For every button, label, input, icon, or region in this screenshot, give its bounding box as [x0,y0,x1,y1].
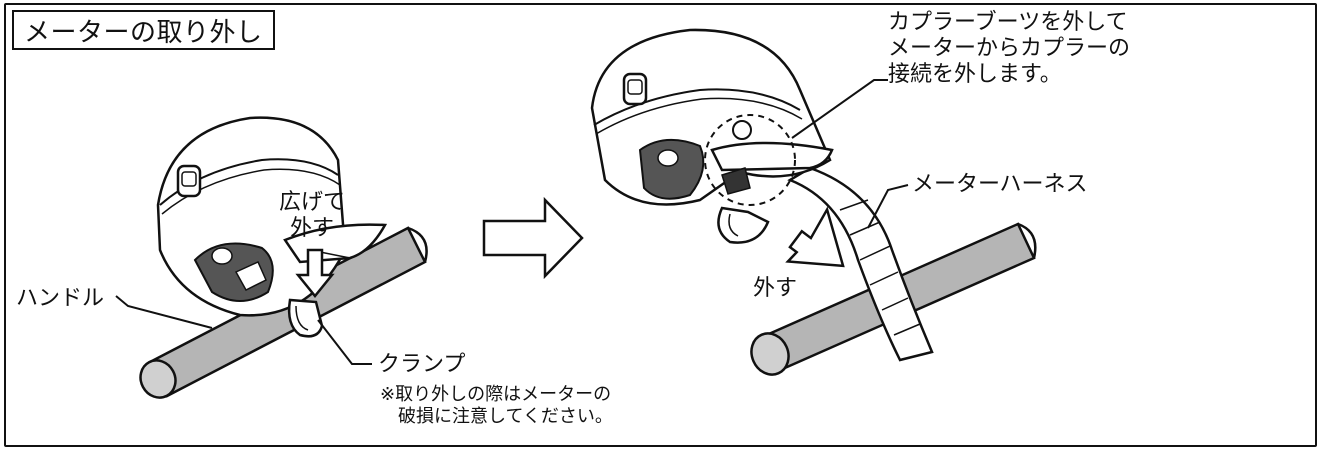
clamp-leader [317,319,372,365]
remove-arrow [785,206,845,268]
caution-note: ※取り外しの際はメーターの 破損に注意してください。 [380,384,613,428]
handle-leader [115,295,213,329]
label-coupler: カプラーブーツを外して メーターからカプラーの 接続を外します。 [888,10,1130,88]
label-clamp: クランプ [378,352,466,377]
label-harness: メーターハーネス [912,172,1088,197]
label-coupler-line3: 接続を外します。 [888,62,1062,87]
left-clamp [287,298,324,338]
coupler-highlight-circle [704,114,796,206]
right-harness [787,166,934,362]
label-coupler-line1: カプラーブーツを外して [888,10,1128,35]
step-arrow [482,196,584,280]
caution-note-line1: ※取り外しの際はメーターの [380,384,612,405]
label-spread-line1: 広げて [278,190,345,215]
label-remove: 外す [753,276,798,301]
caution-note-line2: 破損に注意してください。 [398,406,613,427]
left-meter [156,116,388,317]
figure-frame [4,3,1317,447]
right-meter [590,28,834,244]
figure-title: メーターの取り外し [12,10,275,50]
harness-leader [867,184,909,229]
label-handle: ハンドル [16,286,105,311]
label-spread-line2: 外す [289,216,334,241]
label-coupler-line2: メーターからカプラーの [888,36,1131,61]
coupler-leader [791,79,888,139]
spread-arrow [295,248,335,298]
label-spread: 広げて 外す [262,190,362,242]
